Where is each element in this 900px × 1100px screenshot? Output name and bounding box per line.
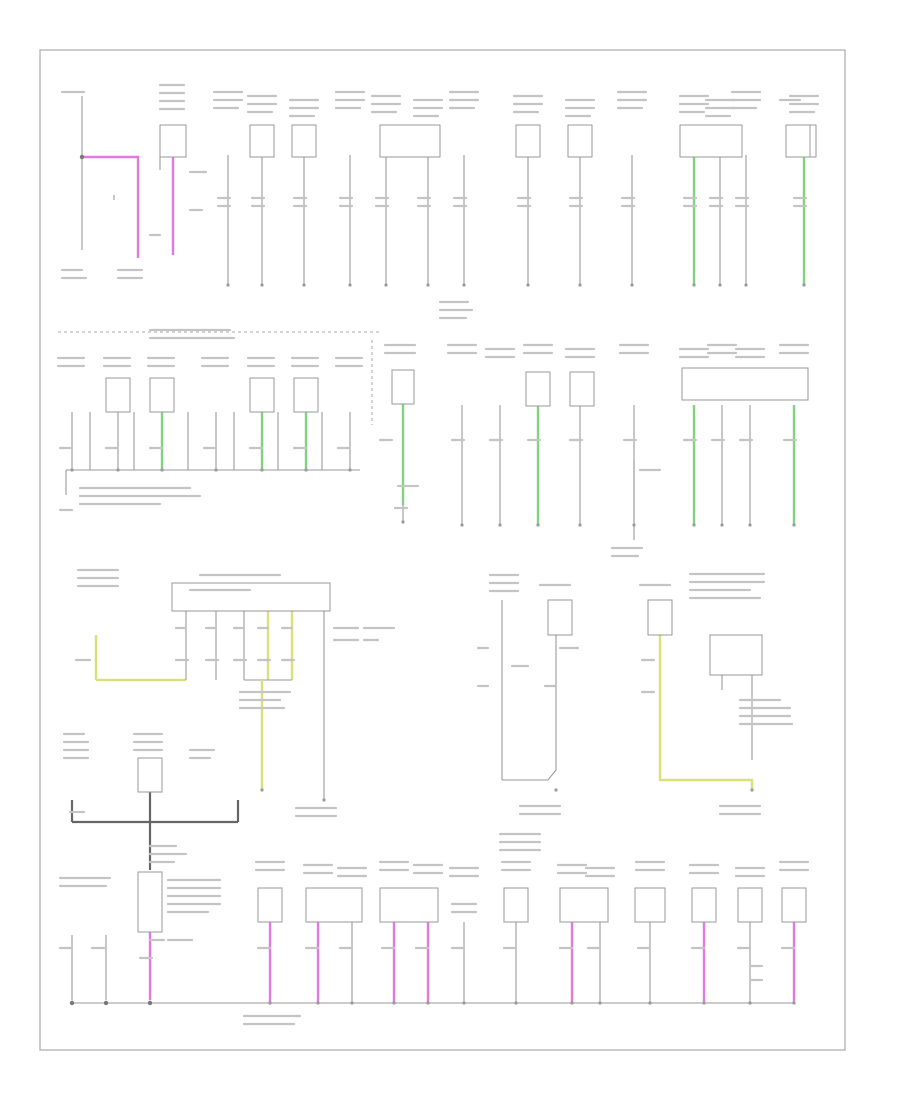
splice-dot bbox=[79, 154, 85, 160]
connector-box bbox=[291, 124, 317, 158]
ground-terminal bbox=[526, 283, 530, 287]
ground-terminal bbox=[578, 523, 582, 527]
connector-box bbox=[171, 582, 331, 612]
connector-box bbox=[737, 887, 763, 923]
ground-terminal bbox=[514, 1001, 518, 1005]
ground-terminal bbox=[702, 1001, 706, 1005]
ground-terminal bbox=[598, 1001, 602, 1005]
ground-terminal bbox=[578, 283, 582, 287]
ground-wire bbox=[502, 635, 557, 781]
connector-box bbox=[257, 887, 283, 923]
ground-terminal bbox=[792, 1001, 796, 1005]
ground-terminal bbox=[802, 283, 806, 287]
diagram-frame bbox=[39, 49, 846, 1051]
ground-terminal bbox=[692, 283, 696, 287]
connector-box bbox=[515, 124, 541, 158]
connector-box bbox=[679, 124, 743, 158]
ground-terminal bbox=[214, 468, 218, 472]
connector-box bbox=[379, 124, 441, 158]
ground-terminal bbox=[260, 468, 264, 472]
ground-terminal bbox=[744, 283, 748, 287]
connector-box bbox=[105, 377, 131, 413]
ground-terminal bbox=[302, 283, 306, 287]
connector-box bbox=[681, 367, 809, 401]
ground-wire-yellow bbox=[658, 635, 754, 790]
connector-box bbox=[691, 887, 717, 923]
ground-terminal bbox=[718, 283, 722, 287]
ground-terminal bbox=[720, 523, 724, 527]
ground-terminal bbox=[260, 283, 264, 287]
ground-terminal bbox=[116, 468, 120, 472]
connector-box bbox=[781, 887, 807, 923]
ground-terminal bbox=[70, 468, 74, 472]
ground-terminal bbox=[748, 523, 752, 527]
ground-terminal bbox=[426, 1001, 430, 1005]
connector-box bbox=[634, 887, 666, 923]
connector-box bbox=[249, 124, 275, 158]
connector-box bbox=[525, 371, 551, 407]
splice-dot bbox=[103, 1000, 109, 1006]
connector-box bbox=[503, 887, 529, 923]
ground-terminal bbox=[401, 520, 405, 524]
ground-terminal bbox=[160, 468, 164, 472]
ground-terminal bbox=[792, 523, 796, 527]
ground-terminal bbox=[322, 798, 326, 802]
connector-box bbox=[305, 887, 363, 923]
connector-box bbox=[709, 634, 763, 676]
ground-terminal bbox=[630, 283, 634, 287]
connector-box bbox=[391, 369, 415, 405]
ground-terminal bbox=[750, 788, 754, 792]
ground-wire-pink bbox=[82, 155, 140, 258]
ground-terminal bbox=[348, 283, 352, 287]
ground-terminal bbox=[392, 1001, 396, 1005]
ground-terminal bbox=[350, 1001, 354, 1005]
ground-terminal bbox=[632, 523, 636, 527]
ground-terminal bbox=[748, 1001, 752, 1005]
ground-terminal bbox=[260, 788, 264, 792]
ground-terminal bbox=[536, 523, 540, 527]
ground-terminal bbox=[498, 523, 502, 527]
ground-terminal bbox=[692, 523, 696, 527]
ground-terminal bbox=[462, 1001, 466, 1005]
ground-terminal bbox=[570, 1001, 574, 1005]
connector-box bbox=[137, 757, 163, 793]
ground-terminal bbox=[304, 468, 308, 472]
ground-terminal bbox=[268, 1001, 272, 1005]
connector-box bbox=[159, 124, 187, 158]
connector-box bbox=[149, 377, 175, 413]
ground-terminal bbox=[426, 283, 430, 287]
connector-box bbox=[559, 887, 609, 923]
ground-terminal bbox=[554, 788, 558, 792]
connector-box bbox=[379, 887, 439, 923]
ground-terminal bbox=[384, 283, 388, 287]
connector-box bbox=[137, 871, 163, 933]
ground-terminal bbox=[316, 1001, 320, 1005]
splice-dot bbox=[147, 1000, 153, 1006]
ground-terminal bbox=[226, 283, 230, 287]
ground-terminal bbox=[462, 283, 466, 287]
connector-box bbox=[569, 371, 595, 407]
connector-box bbox=[567, 124, 593, 158]
connector-box bbox=[293, 377, 319, 413]
connector-box bbox=[647, 599, 673, 636]
ground-terminal bbox=[460, 523, 464, 527]
ground-terminal bbox=[648, 1001, 652, 1005]
ground-terminal bbox=[348, 468, 352, 472]
connector-box bbox=[249, 377, 275, 413]
connector-box bbox=[785, 124, 811, 158]
splice-dot bbox=[69, 1000, 75, 1006]
connector-box bbox=[547, 599, 573, 636]
